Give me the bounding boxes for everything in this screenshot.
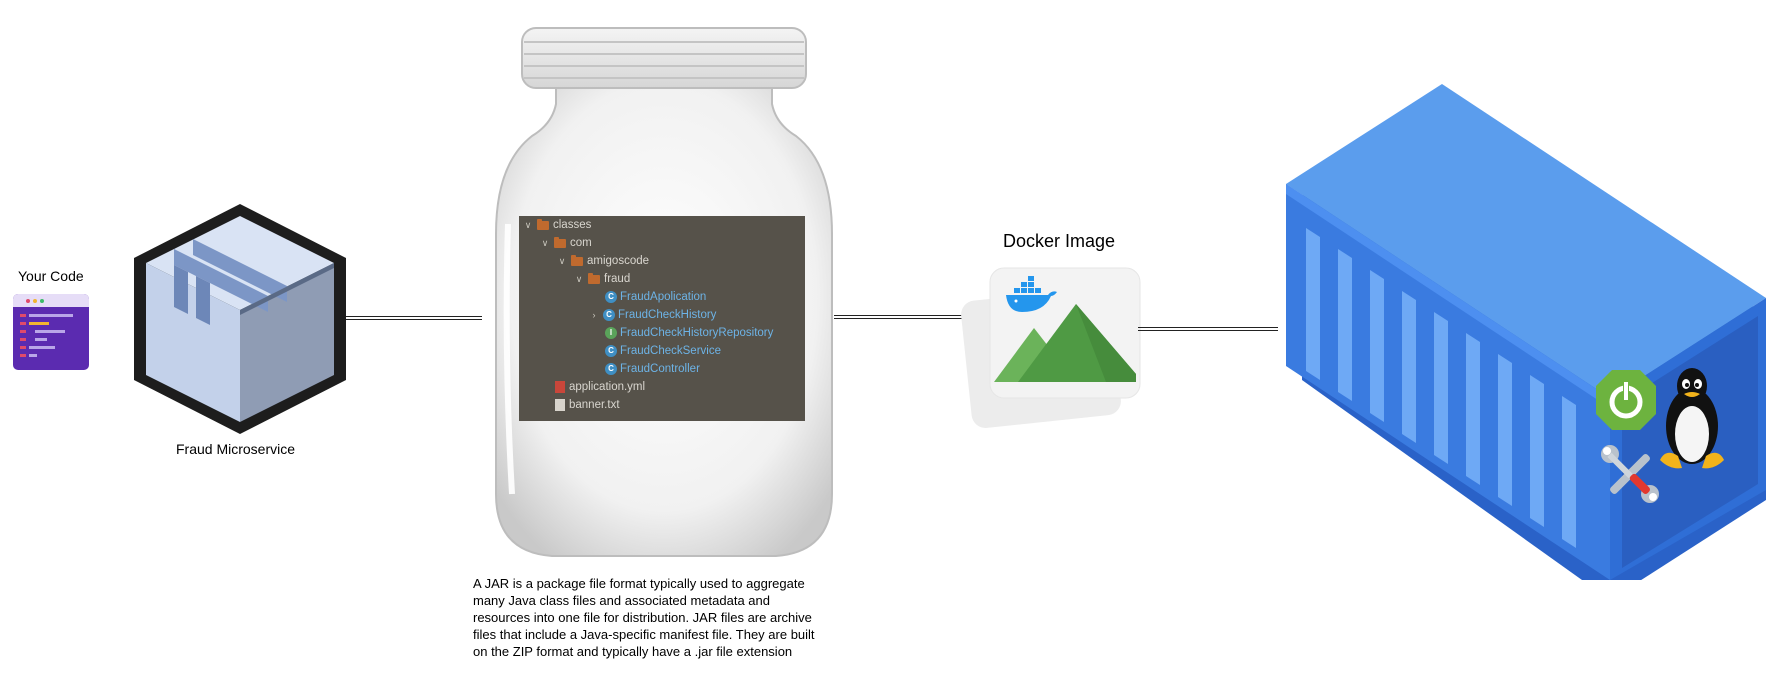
tree-row-label: FraudController [620, 363, 700, 375]
docker-whale-icon [1006, 276, 1057, 312]
tree-row-class[interactable]: C FraudApolication [605, 288, 706, 306]
chevron-down-icon: ∨ [575, 273, 583, 284]
tree-row-label: FraudCheckService [620, 345, 721, 357]
tree-row-interface[interactable]: I FraudCheckHistoryRepository [605, 324, 773, 342]
tree-row-label: FraudCheckHistoryRepository [620, 327, 774, 339]
chevron-down-icon: ∨ [541, 237, 549, 248]
tree-row-label: banner.txt [569, 399, 620, 411]
folder-icon [554, 236, 566, 248]
tree-row-classes[interactable]: ∨ classes [523, 216, 591, 234]
your-code-label: Your Code [18, 268, 84, 284]
tree-row-label: amigoscode [587, 255, 650, 267]
jar-file-tree: ∨ classes ∨ com ∨ amigoscode ∨ fraud C F… [519, 216, 805, 421]
chevron-down-icon: ∨ [524, 219, 532, 230]
tree-row-label: classes [553, 219, 592, 231]
tree-row-class[interactable]: › C FraudCheckHistory [589, 306, 716, 324]
connector-cube-to-jar [346, 316, 482, 320]
tree-row-fraud[interactable]: ∨ fraud [574, 270, 630, 288]
jar-description-line: A JAR is a package file format typically… [473, 576, 805, 591]
tree-row-file[interactable]: banner.txt [555, 396, 620, 414]
fraud-microservice-label: Fraud Microservice [176, 441, 296, 457]
class-icon: C [603, 309, 615, 321]
code-window-icon [13, 294, 89, 370]
tree-row-amigoscode[interactable]: ∨ amigoscode [557, 252, 649, 270]
interface-icon: I [605, 327, 617, 339]
package-box-icon [134, 204, 346, 434]
folder-icon [571, 254, 583, 266]
class-icon: C [605, 291, 617, 303]
docker-image-label: Docker Image [1003, 231, 1116, 251]
class-icon: C [605, 363, 617, 375]
tree-row-label: fraud [604, 273, 631, 285]
jar-description-line: resources into one file for distribution… [473, 610, 812, 625]
image-mountains-icon [961, 267, 1141, 428]
tree-row-label: com [570, 237, 592, 249]
jar-description-line: files that include a Java-specific manif… [473, 627, 815, 642]
shipping-container-icon [1286, 84, 1766, 580]
connector-jar-to-image [834, 315, 976, 319]
chevron-right-icon: › [592, 310, 596, 320]
jar-description-line: many Java class files and associated met… [473, 593, 771, 608]
chevron-down-icon: ∨ [558, 255, 566, 266]
jar-description: A JAR is a package file format typically… [473, 575, 853, 660]
text-file-icon [555, 399, 565, 411]
folder-icon [588, 272, 600, 284]
tree-row-class[interactable]: C FraudController [605, 360, 700, 378]
connector-image-to-container [1138, 327, 1278, 331]
jar-description-line: on the ZIP format and typically have a .… [473, 644, 793, 659]
tools-icon [1601, 445, 1659, 503]
tree-row-file[interactable]: application.yml [555, 378, 645, 396]
class-icon: C [605, 345, 617, 357]
yml-file-icon [555, 381, 565, 393]
tree-row-label: FraudApolication [620, 291, 707, 303]
tree-row-com[interactable]: ∨ com [540, 234, 592, 252]
tree-row-label: application.yml [569, 381, 646, 393]
tree-row-label: FraudCheckHistory [618, 309, 717, 321]
tree-row-class[interactable]: C FraudCheckService [605, 342, 721, 360]
linux-tux-icon [1660, 368, 1724, 469]
folder-icon [537, 218, 549, 230]
spring-power-icon [1596, 370, 1656, 430]
